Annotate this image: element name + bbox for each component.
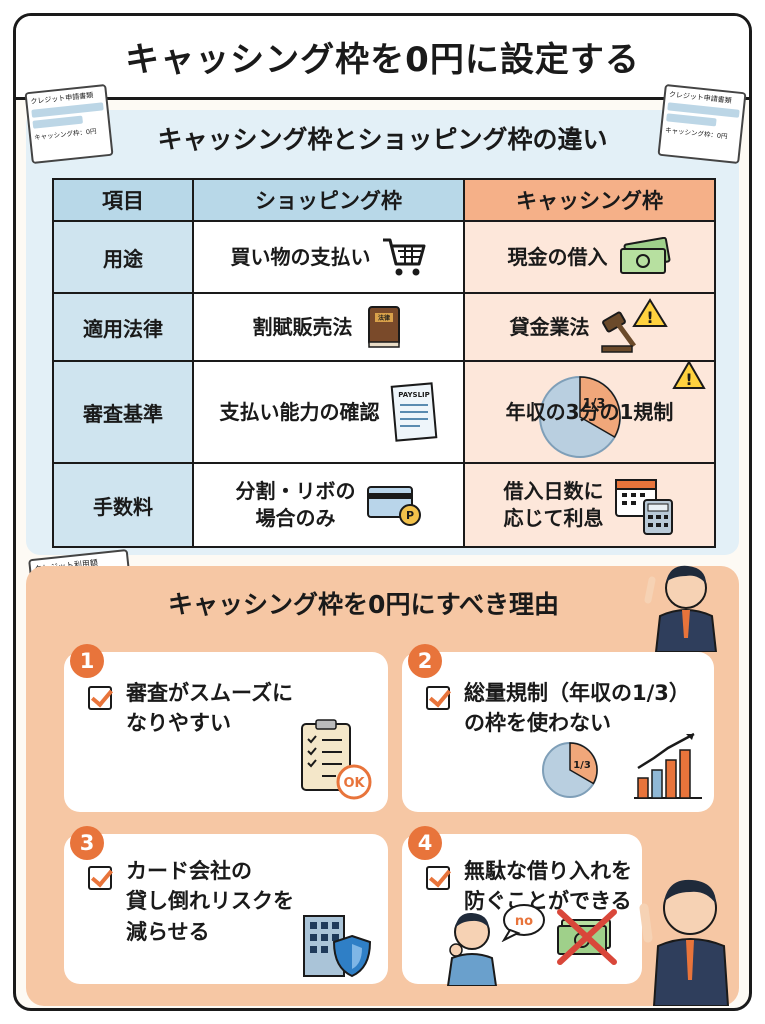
- row-cashing-value: 借入日数に 応じて利息: [503, 479, 604, 530]
- row-cashing-value: 貸金業法: [509, 314, 590, 339]
- bar-chart-icon: [630, 730, 706, 806]
- businessman-illustration: [638, 560, 734, 656]
- reason-card-3: カード会社の 貸し倒れリスクを 減らせる: [64, 834, 388, 984]
- reasons-section: キャッシング枠を0円にすべき理由 審査がスムーズに なりやすい: [26, 565, 739, 1007]
- cash-icon: [618, 237, 672, 277]
- comparison-table: 項目 ショッピング枠 キャッシング枠 用途 買い物の支払い: [52, 178, 716, 548]
- calendar-calculator-icon: [614, 474, 676, 536]
- header-shopping: ショッピング枠: [192, 178, 465, 222]
- row-item: 手数料: [52, 462, 194, 548]
- ok-badge: OK: [343, 776, 365, 791]
- table-header-row: 項目 ショッピング枠 キャッシング枠: [52, 178, 716, 222]
- table-row: 手数料 分割・リボの 場合のみ P: [52, 462, 716, 548]
- table-row: 適用法律 割賦販売法 法律: [52, 292, 716, 362]
- pie-chart-icon: 1/3: [538, 738, 604, 804]
- reason-text: 総量規制（年収の1/3） の枠を使わない: [464, 681, 690, 736]
- clipboard-ok-icon: OK: [296, 718, 376, 806]
- credit-card-icon: P: [366, 483, 422, 527]
- law-book-icon: 法律: [363, 304, 405, 350]
- gavel-icon: !: [600, 298, 670, 356]
- row-item: 用途: [52, 220, 194, 294]
- reason-number: 2: [408, 644, 442, 678]
- checkbox-icon: [426, 866, 450, 890]
- row-shopping-value: 割賦販売法: [252, 314, 353, 339]
- no-label: no: [515, 914, 533, 929]
- reason-number: 4: [408, 826, 442, 860]
- pie-label: 1/3: [573, 760, 591, 771]
- row-shopping-value: 買い物の支払い: [230, 244, 371, 269]
- businessman-illustration: [638, 868, 738, 1008]
- pie-label: 1/3: [583, 397, 606, 412]
- reason-number: 3: [70, 826, 104, 860]
- infographic-frame: キャッシング枠を0円に設定する キャッシング枠とショッピング枠の違い 項目 ショ…: [13, 13, 752, 1011]
- page-title: キャッシング枠を0円に設定する: [16, 16, 749, 100]
- payslip-label: PAYSLIP: [398, 391, 430, 399]
- building-shield-icon: [300, 910, 376, 982]
- checkbox-icon: [88, 686, 112, 710]
- svg-text:!: !: [685, 370, 692, 389]
- table-row: 用途 買い物の支払い: [52, 220, 716, 294]
- payslip-icon: PAYSLIP: [390, 381, 438, 443]
- table-row: 審査基準 支払い能力の確認 PAYSLIP: [52, 360, 716, 464]
- svg-text:!: !: [646, 308, 653, 327]
- row-item: 審査基準: [52, 360, 194, 464]
- crossed-cash-icon: [554, 906, 620, 970]
- row-cashing-value: 年収の3分の1規制: [505, 399, 674, 424]
- reason-card-1: 審査がスムーズに なりやすい OK: [64, 652, 388, 812]
- row-shopping-value: 分割・リボの 場合のみ: [235, 479, 356, 530]
- row-shopping-value: 支払い能力の確認: [219, 399, 380, 424]
- reason-card-4: 無駄な借り入れを 防ぐことができる: [402, 834, 642, 984]
- book-label: 法律: [377, 314, 389, 322]
- row-cashing-value: 現金の借入: [507, 244, 608, 269]
- header-cashing: キャッシング枠: [463, 178, 716, 222]
- pie-chart-icon: 1/3: [520, 372, 640, 461]
- comparison-section: キャッシング枠とショッピング枠の違い 項目 ショッピング枠 キャッシング枠 用途…: [26, 110, 739, 555]
- reason-number: 1: [70, 644, 104, 678]
- reasons-title: キャッシング枠を0円にすべき理由: [168, 590, 559, 619]
- credit-document-icon: クレジット申請書類 キャッシング枠：0円: [24, 83, 114, 165]
- shopping-cart-icon: [381, 236, 427, 278]
- svg-text:P: P: [405, 509, 413, 522]
- header-item: 項目: [52, 178, 194, 222]
- no-speech-bubble: no: [500, 902, 548, 946]
- comparison-title: キャッシング枠とショッピング枠の違い: [157, 125, 608, 154]
- credit-document-icon: クレジット申請書類 キャッシング枠：0円: [657, 83, 747, 165]
- worried-person-illustration: [442, 906, 506, 990]
- row-item: 適用法律: [52, 292, 194, 362]
- checkbox-icon: [426, 686, 450, 710]
- checkbox-icon: [88, 866, 112, 890]
- reason-text: 審査がスムーズに なりやすい: [126, 681, 293, 736]
- reason-text: カード会社の 貸し倒れリスクを 減らせる: [126, 859, 294, 944]
- reason-text: 無駄な借り入れを 防ぐことができる: [464, 859, 632, 914]
- reason-card-2: 総量規制（年収の1/3） の枠を使わない 1/3: [402, 652, 714, 812]
- warning-icon: !: [672, 363, 706, 395]
